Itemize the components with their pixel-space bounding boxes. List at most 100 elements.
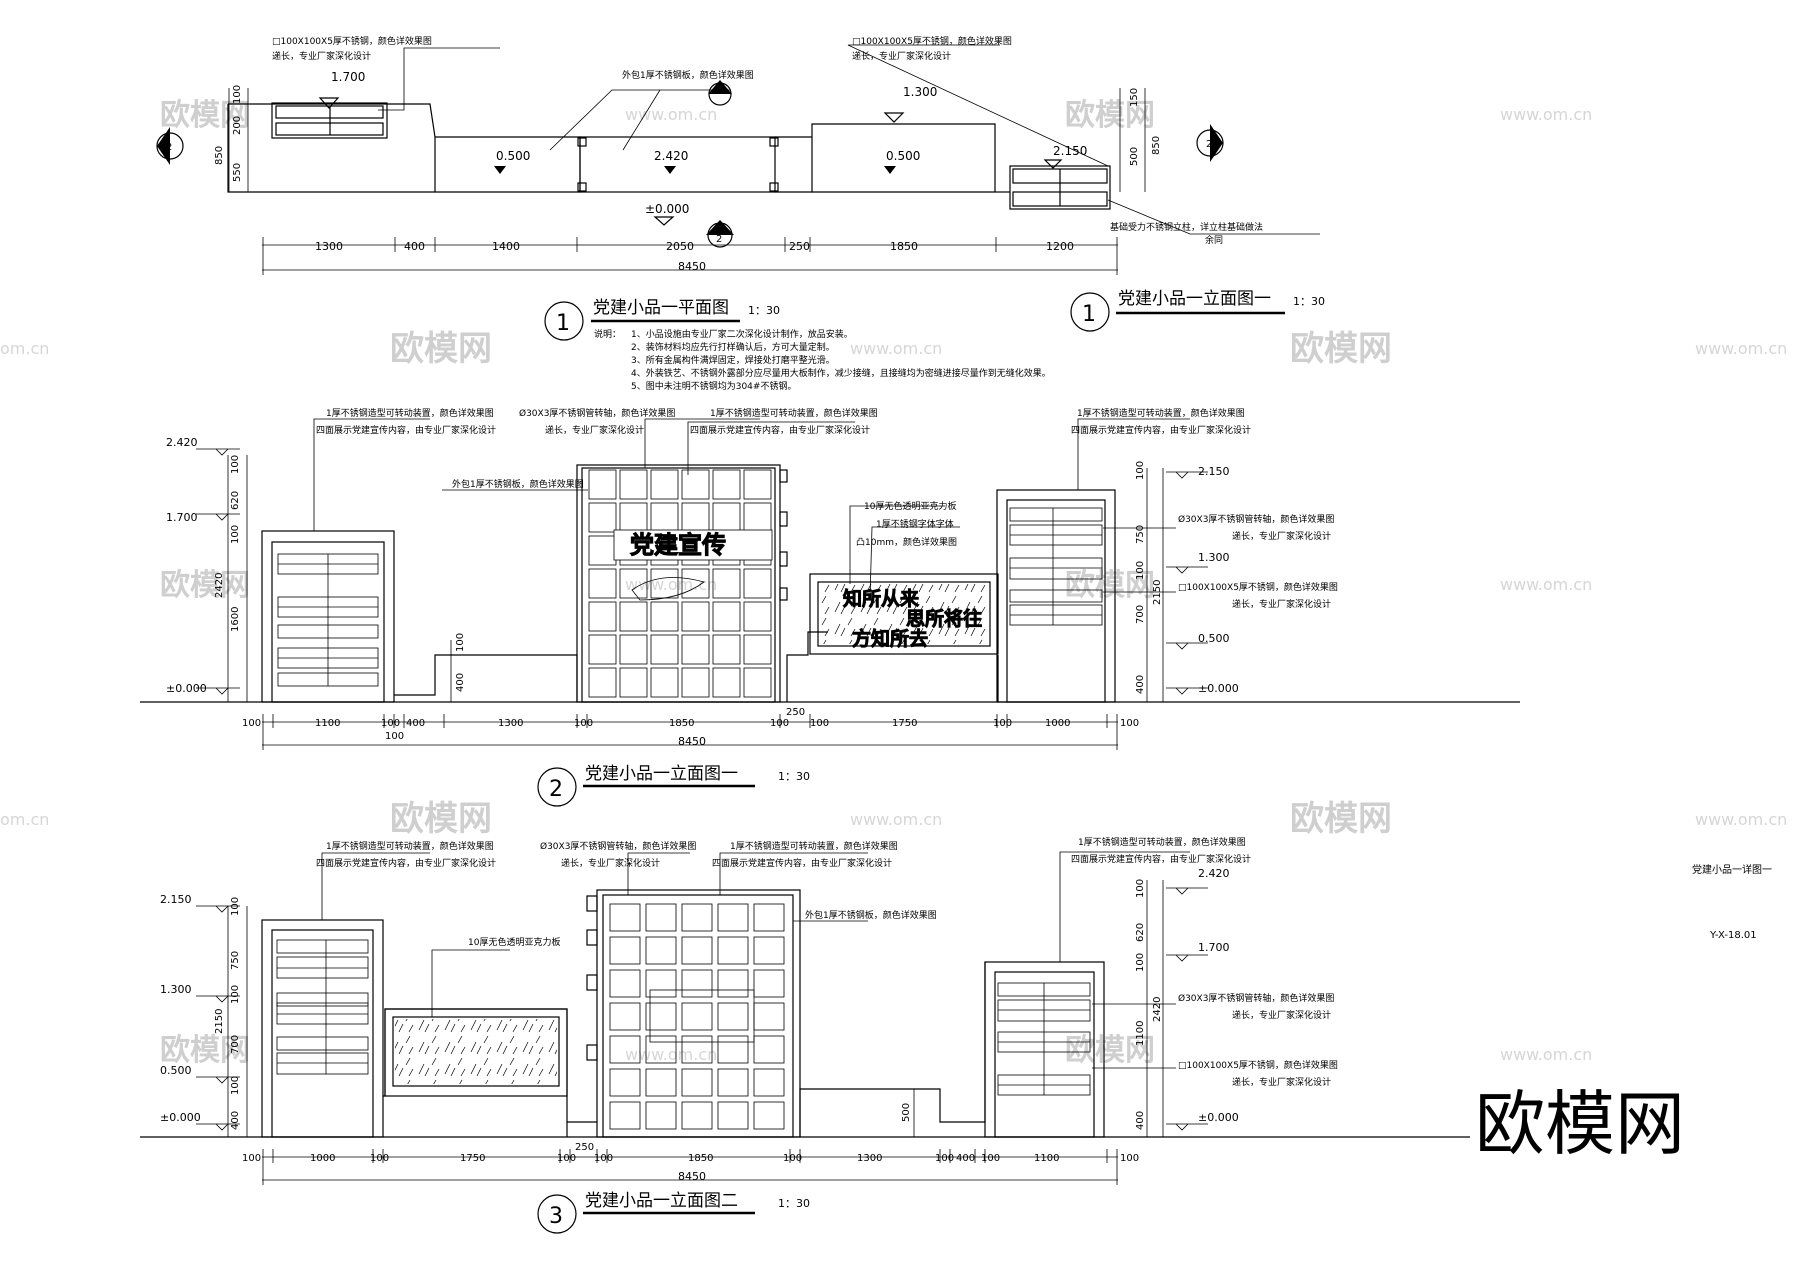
callout-text: 外包1厚不锈钢板，颜色详效果图 <box>452 478 584 490</box>
level-label: 1.300 <box>1198 551 1230 564</box>
display-cell <box>588 502 617 533</box>
display-cell <box>712 568 741 599</box>
watermark-text: 欧模网 <box>390 799 492 839</box>
svg-text:1：30: 1：30 <box>748 304 780 317</box>
notes-block: 说明： 1、小品设施由专业厂家二次深化设计制作，放品安装。 2、装饰材料均应先行… <box>594 328 1051 392</box>
watermark-url: www.om.cn <box>850 339 942 358</box>
callout-text: 外包1厚不锈钢板，颜色详效果图 <box>622 69 754 81</box>
display-cell <box>619 502 648 533</box>
svg-text:3: 3 <box>549 1204 563 1229</box>
display-cell <box>681 634 710 665</box>
display-cell <box>681 936 713 965</box>
dim-text: 620 <box>230 491 241 510</box>
dim-text: 100 <box>1135 461 1146 480</box>
dim-text: 250 <box>786 707 805 718</box>
callout-text: Ø30X3厚不锈钢管转轴，颜色详效果图 <box>1178 992 1334 1004</box>
title-elevation-one: 2 党建小品一立面图一 1：30 <box>537 764 810 807</box>
svg-text:2: 2 <box>1206 139 1212 150</box>
dim-text: 2050 <box>666 240 694 253</box>
section-mark: 2 <box>706 220 734 248</box>
display-cell <box>753 936 785 965</box>
dim-text: 400 <box>406 718 425 729</box>
callout-text: 递长，专业厂家深化设计 <box>561 857 660 869</box>
callout-text: 余同 <box>1205 234 1223 246</box>
dim-text: 400 <box>956 1153 975 1164</box>
level-label: 0.500 <box>886 149 920 163</box>
dim-text: 100 <box>455 633 466 652</box>
display-cell <box>712 601 741 632</box>
callout-text: 四面展示党建宣传内容，由专业厂家深化设计 <box>1071 853 1251 865</box>
watermark-text: 欧模网 <box>1065 568 1155 603</box>
callout-text: □100X100X5厚不锈钢，颜色详效果图 <box>272 35 432 47</box>
dim-text: 1300 <box>315 240 343 253</box>
dim-text: 2420 <box>214 573 225 598</box>
svg-text:2: 2 <box>549 777 563 802</box>
dim-text: 100 <box>770 718 789 729</box>
watermark-layer: 欧模网 欧模网 欧模网 欧模网 欧模网 欧模网 欧模网 欧模网 欧模网 欧模网 … <box>0 98 1787 1165</box>
dim-text: 150 <box>1129 88 1140 107</box>
display-cell <box>609 903 641 932</box>
display-cell <box>681 469 710 500</box>
svg-text:1: 1 <box>556 311 570 336</box>
panel-slogan: 知所从来 思所将往 方知所去 <box>843 587 983 651</box>
watermark-text: 欧模网 <box>1290 799 1392 839</box>
section-mark: 2 <box>1196 124 1224 162</box>
drawing-title: 党建小品一立面图一 <box>585 764 738 784</box>
display-cell <box>753 903 785 932</box>
display-cell <box>717 936 749 965</box>
elevation-one: 党建宣传 知所从来 思所将往 方知所去 2.420 <box>140 407 1520 750</box>
level-label: 0.500 <box>160 1064 192 1077</box>
svg-text:1: 1 <box>1082 302 1096 327</box>
dim-text: 100 <box>230 1076 241 1095</box>
callout-text: 1厚不锈钢造型可转动装置，颜色详效果图 <box>1078 836 1246 848</box>
callout-text: 1厚不锈钢字体字体 <box>876 518 954 530</box>
callout-text: 基础受力不锈钢立柱，详立柱基础做法 <box>1110 221 1263 233</box>
watermark-url: www.om.cn <box>850 810 942 829</box>
display-cell <box>650 634 679 665</box>
elevation-two: 2.150 1.300 0.500 ±0.000 2.420 1.700 ±0.… <box>140 836 1470 1185</box>
dim-text: 850 <box>214 146 225 165</box>
display-cell <box>650 469 679 500</box>
dim-text: 100 <box>935 1153 954 1164</box>
drawing-title: 党建小品一立面图一 <box>1118 289 1271 309</box>
display-cell <box>717 1068 749 1097</box>
svg-text:1、小品设施由专业厂家二次深化设计制作，放品安装。: 1、小品设施由专业厂家二次深化设计制作，放品安装。 <box>631 328 853 340</box>
display-cell <box>753 1002 785 1031</box>
sheet-title: 党建小品一详图一 <box>1692 863 1772 876</box>
display-cell <box>753 969 785 998</box>
callout-text: 四面展示党建宣传内容，由专业厂家深化设计 <box>316 857 496 869</box>
display-cell <box>743 634 772 665</box>
display-cell <box>645 969 677 998</box>
display-cell <box>588 469 617 500</box>
callout-text: 递长，专业厂家深化设计 <box>852 50 951 62</box>
dim-text: 1300 <box>857 1153 882 1164</box>
sheet-info: 党建小品一详图一 Y-X-18.01 <box>1692 863 1772 941</box>
dim-text: 100 <box>981 1153 1000 1164</box>
display-cell <box>619 634 648 665</box>
svg-text:知所从来: 知所从来 <box>843 587 919 610</box>
display-cell <box>753 1068 785 1097</box>
drawing-title: 党建小品一平面图 <box>593 298 729 318</box>
display-cell <box>743 568 772 599</box>
display-cell <box>681 568 710 599</box>
callout-text: 10厚无色透明亚克力板 <box>468 936 560 948</box>
level-label: 0.500 <box>1198 632 1230 645</box>
dim-text: 100 <box>232 85 243 104</box>
svg-text:1：30: 1：30 <box>778 770 810 783</box>
dim-text: 1100 <box>1034 1153 1059 1164</box>
dim-text: 100 <box>230 897 241 916</box>
section-mark: 2 <box>156 127 184 165</box>
display-cell <box>717 969 749 998</box>
display-cell <box>609 1068 641 1097</box>
rotary-blocks <box>276 939 369 1075</box>
level-label: 1.300 <box>903 85 937 99</box>
dim-text: 1000 <box>310 1153 335 1164</box>
dim-text: 1850 <box>669 718 694 729</box>
display-cell <box>743 667 772 698</box>
level-label: 2.420 <box>1198 867 1230 880</box>
display-cell <box>681 1101 713 1130</box>
display-cell <box>681 903 713 932</box>
callout-text: 四面展示党建宣传内容，由专业厂家深化设计 <box>1071 424 1251 436</box>
dim-text: 1850 <box>890 240 918 253</box>
level-label: ±0.000 <box>166 682 207 695</box>
